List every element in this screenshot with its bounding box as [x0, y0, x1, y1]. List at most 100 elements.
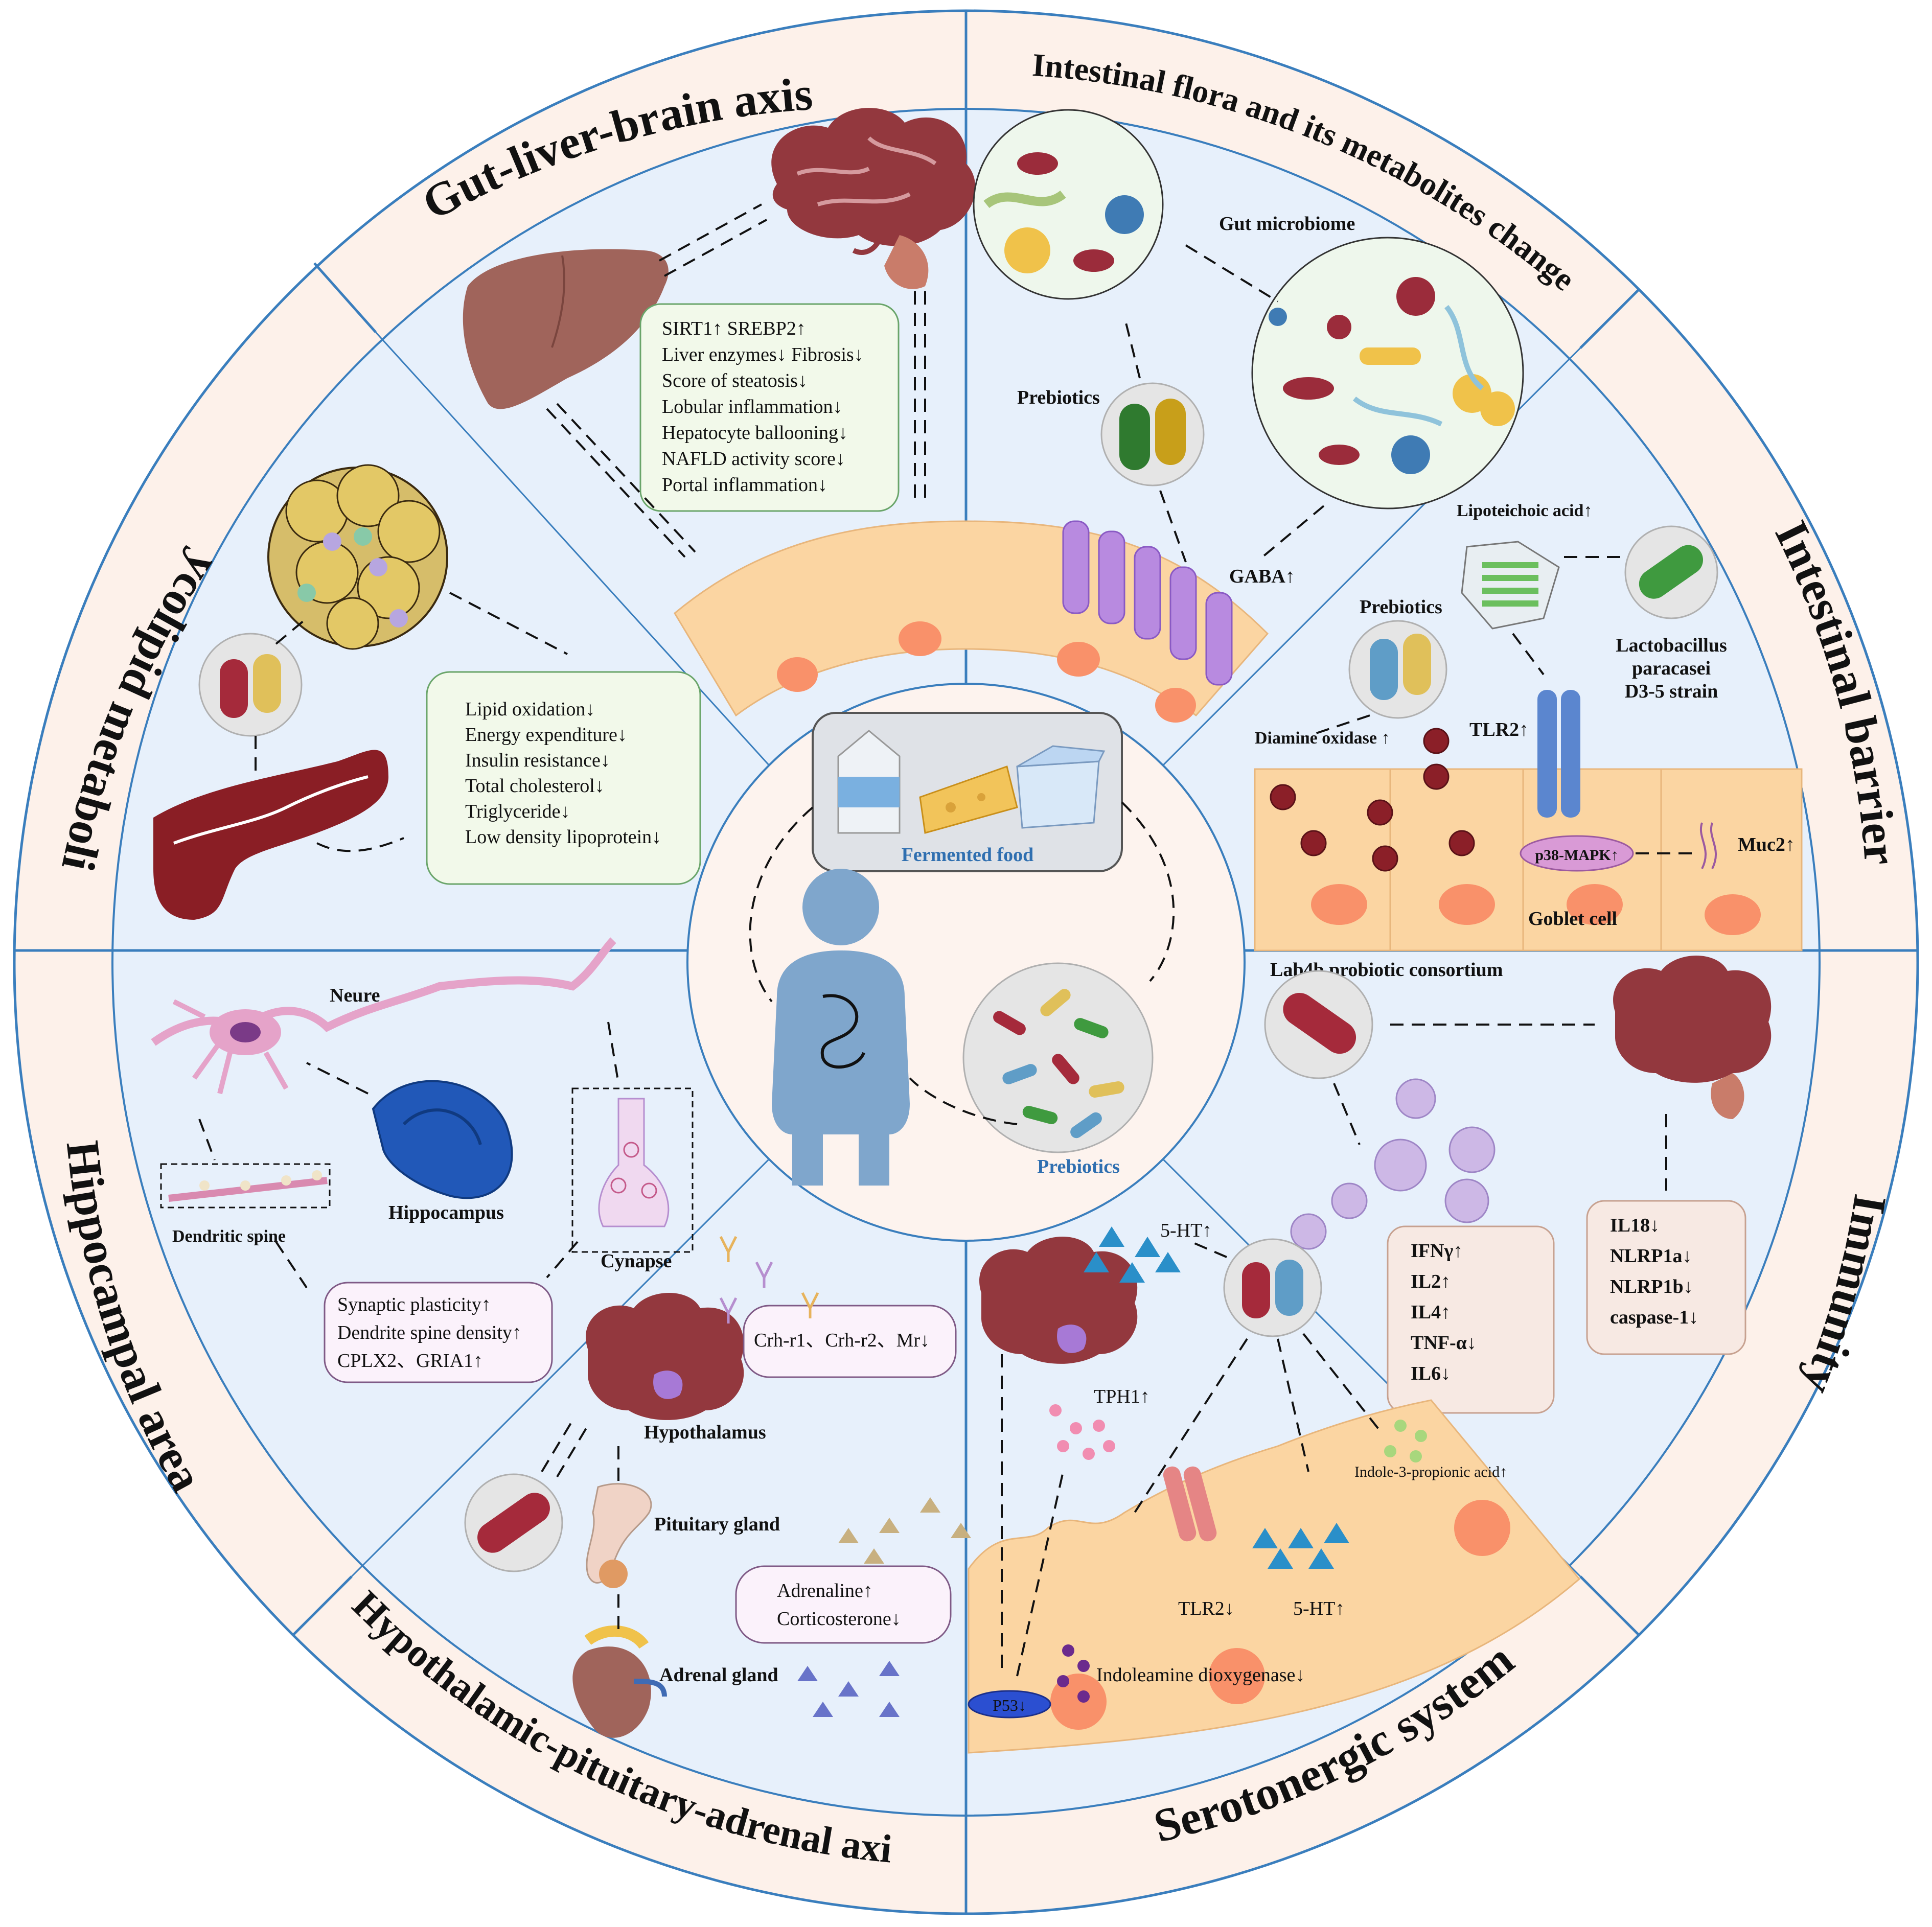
immunity-item: NLRP1b↓	[1610, 1276, 1693, 1297]
tlr2-down-receptor	[1163, 1466, 1217, 1542]
hippocampal-item: CPLX2、GRIA1↑	[337, 1350, 483, 1372]
dao-dots	[1270, 728, 1475, 872]
sero-tlr2-label: TLR2↓	[1178, 1598, 1234, 1619]
immunity-item: NLRP1a↓	[1610, 1245, 1692, 1267]
glb-item: NAFLD activity score↓	[662, 448, 845, 470]
indole-label: Indole-3-propionic acid↑	[1354, 1464, 1507, 1480]
hippocampal-item: Synaptic plasticity↑	[337, 1294, 491, 1315]
hypothalamus-label: Hypothalamus	[644, 1422, 766, 1443]
fermented-food-label: Fermented food	[902, 844, 1034, 866]
ido-dots	[1057, 1644, 1090, 1703]
capsule-icon	[1100, 382, 1205, 486]
p38-label: p38-MAPK↑	[1535, 847, 1618, 864]
dendritic-spine-icon	[168, 1170, 328, 1202]
immunity-list-2: IL18↓ NLRP1a↓ NLRP1b↓ caspase-1↓	[1610, 1215, 1698, 1328]
tph1-label: TPH1↑	[1094, 1386, 1150, 1407]
sero-5ht-top: 5-HT↑	[1160, 1220, 1212, 1241]
glb-outcomes-list: SIRT1↑ SREBP2↑ Liver enzymes↓ Fibrosis↓ …	[662, 318, 864, 496]
cynapse-label: Cynapse	[601, 1250, 672, 1272]
indole-dots	[1384, 1420, 1427, 1462]
adipocyte-cluster-icon	[267, 464, 448, 650]
hippocampal-item: Dendrite spine density↑	[337, 1322, 522, 1343]
prebiotics-capsule-icon	[1348, 620, 1447, 719]
lactobacillus-capsule-icon	[1624, 525, 1718, 619]
p53-badge	[968, 1690, 1051, 1719]
glb-item: Portal inflammation↓	[662, 474, 827, 496]
glb-arrows	[546, 203, 926, 558]
glyco-item: Total cholesterol↓	[465, 775, 605, 797]
yogurt-icon	[1016, 745, 1106, 829]
adrenaline-triangles	[838, 1497, 971, 1564]
brain-icon	[771, 108, 976, 289]
glyco-item: Insulin resistance↓	[465, 750, 610, 771]
immunity-item: IL18↓	[1610, 1215, 1660, 1236]
dendritic-spine-box	[160, 1163, 331, 1209]
glyco-item: Triglyceride↓	[465, 801, 570, 822]
glb-item: SIRT1↑ SREBP2↑	[662, 318, 806, 339]
serotonin-triangles-bottom	[1252, 1523, 1349, 1569]
lactobacillus-line-1: Lactobacillus	[1616, 635, 1727, 656]
glyco-box	[426, 671, 701, 885]
receptor-icons	[719, 1236, 819, 1324]
brain-icon-immunity	[1613, 956, 1772, 1119]
goblet-cell-label: Goblet cell	[1528, 908, 1617, 930]
immunity-item: IL6↓	[1411, 1363, 1451, 1384]
prebiotics-label-barrier: Prebiotics	[1360, 596, 1442, 618]
immunity-sector: Lab4b probiotic consortium IFNγ↑ IL2↑ IL…	[1264, 956, 1772, 1414]
liver-icon	[463, 249, 669, 409]
intestinal-epithelium-top	[674, 520, 1269, 723]
immune-cells	[1290, 1078, 1496, 1250]
glycolipid-sector: Lipid oxidation↓ Energy expenditure↓ Ins…	[153, 464, 701, 920]
immunity-item: IL2↑	[1411, 1271, 1451, 1292]
adrenaline-box	[735, 1565, 952, 1644]
pituitary-label: Pituitary gland	[654, 1514, 780, 1535]
tlr2-receptor	[1537, 690, 1580, 818]
immunity-item: TNF-α↓	[1411, 1332, 1477, 1354]
prebiotics-center-circle	[962, 962, 1154, 1153]
corticosterone-triangles	[797, 1661, 900, 1717]
glyco-capsule-icon	[198, 633, 303, 737]
lactobacillus-line-2: paracasei	[1632, 658, 1711, 679]
fermented-food-panel: Fermented food	[812, 712, 1123, 872]
muc2-label: Muc2↑	[1738, 834, 1795, 855]
immunity-box-1	[1387, 1225, 1555, 1414]
gut-microbiome-label: Gut microbiome	[1219, 213, 1355, 235]
glyco-item: Energy expenditure↓	[465, 724, 627, 746]
immunity-list-1: IFNγ↑ IL2↑ IL4↑ TNF-α↓ IL6↓	[1411, 1240, 1477, 1384]
tph1-dots	[1049, 1404, 1115, 1460]
glb-item: Liver enzymes↓ Fibrosis↓	[662, 344, 864, 365]
gut-liver-brain-sector: SIRT1↑ SREBP2↑ Liver enzymes↓ Fibrosis↓ …	[463, 108, 976, 558]
hpa-sector: Crh-r1、Crh-r2、Mr↓ Hypothalamus Pituitary…	[464, 1236, 971, 1738]
prebiotics-center-label: Prebiotics	[1037, 1156, 1120, 1177]
crh-label: Crh-r1、Crh-r2、Mr↓	[754, 1330, 930, 1351]
glyco-item: Low density lipoprotein↓	[465, 826, 661, 848]
prebiotics-label-flora: Prebiotics	[1017, 387, 1100, 408]
human-body-icon	[772, 869, 910, 1186]
hippocampal-sector: Neure Dendritic spine Hippocampus Cynaps…	[151, 937, 694, 1383]
adrenal-label: Adrenal gland	[659, 1664, 778, 1686]
milk-carton-icon	[837, 730, 901, 834]
pituitary-icon	[586, 1483, 652, 1588]
immunity-item: IFNγ↑	[1411, 1240, 1463, 1262]
glyco-list: Lipid oxidation↓ Energy expenditure↓ Ins…	[465, 699, 661, 848]
crh-box	[743, 1305, 957, 1378]
consortium-capsule-icon	[1264, 970, 1373, 1079]
intestinal-barrier-sector: p38-MAPK↑ Muc2↑ Goblet cell Lipoteichoic…	[1254, 501, 1803, 951]
brain-icon-sero	[979, 1237, 1138, 1364]
glb-item: Hepatocyte ballooning↓	[662, 422, 848, 444]
microbiome-circle-large	[1251, 237, 1524, 509]
glb-outcomes-box	[639, 303, 900, 512]
immunity-box-2	[1586, 1200, 1746, 1355]
cynapse-icon	[598, 1098, 670, 1227]
neure-label: Neure	[330, 985, 380, 1006]
lactobacillus-line-3: D3-5 strain	[1625, 681, 1718, 702]
lipoteichoic-label: Lipoteichoic acid↑	[1457, 501, 1592, 520]
glb-item: Lobular inflammation↓	[662, 396, 843, 417]
intestinal-flora-sector: Gut microbiome Prebiotics GABA↑	[973, 109, 1524, 587]
brain-icon-hpa	[586, 1293, 744, 1420]
hippocampus-label: Hippocampus	[388, 1202, 504, 1223]
serotonergic-sector: 5-HT↑ TPH1↑ Indole-3-propionic acid↑ TLR…	[968, 1220, 1581, 1754]
tlr2-up-label: TLR2↑	[1469, 719, 1529, 740]
hippocampal-box	[324, 1282, 553, 1383]
